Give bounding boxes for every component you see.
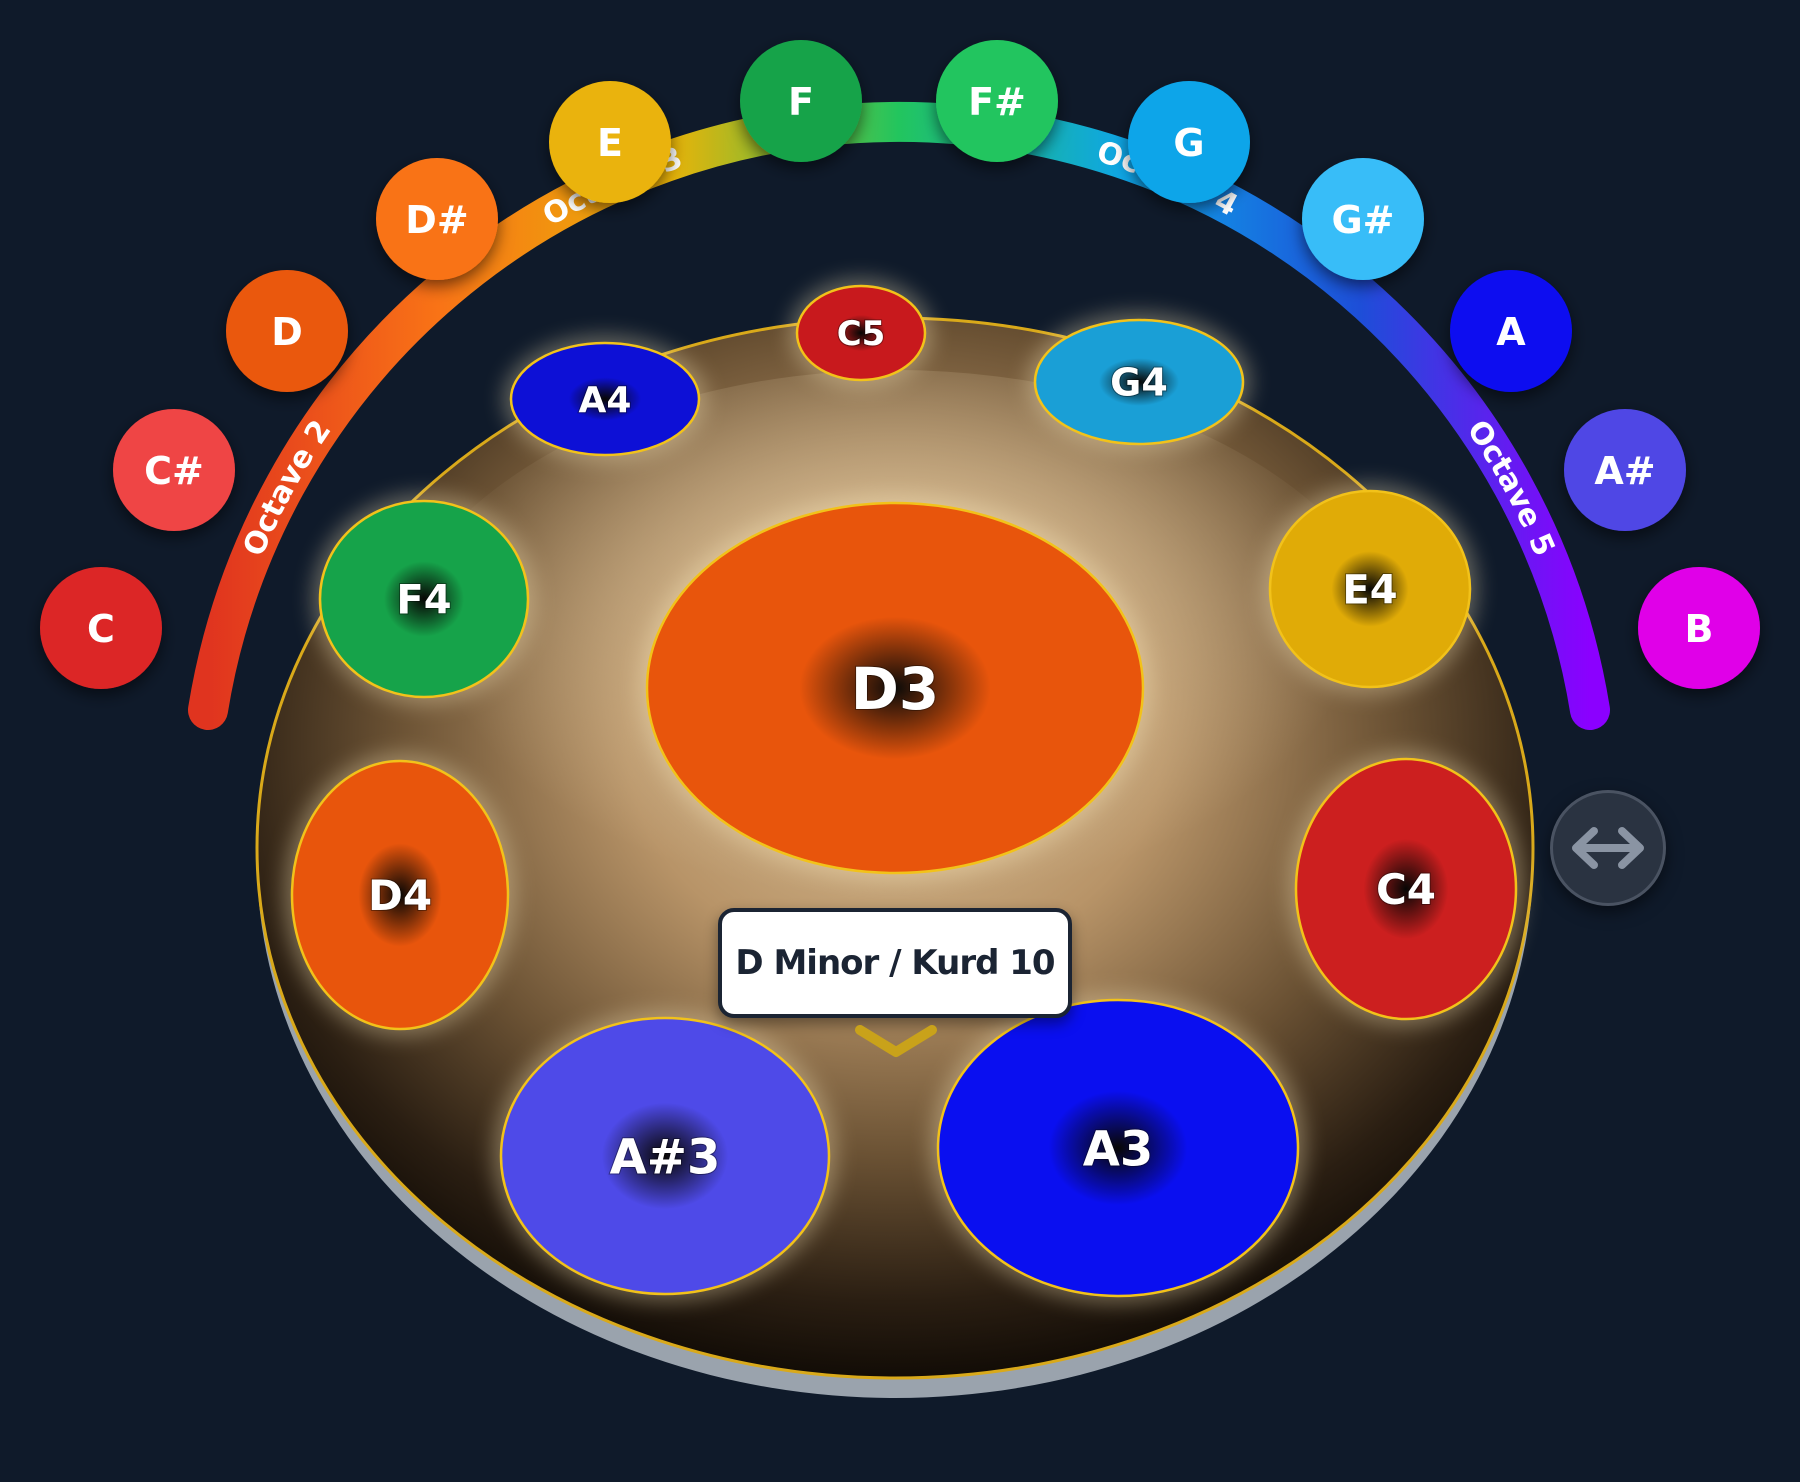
tone-field-label: A#3 (610, 1129, 721, 1185)
note-button-f[interactable]: F (740, 40, 862, 162)
note-button-a[interactable]: A (1450, 270, 1572, 392)
tone-field-d4[interactable]: D4 (284, 753, 516, 1037)
note-button-a-sharp[interactable]: A# (1564, 409, 1686, 531)
scale-selector-button[interactable]: D Minor / Kurd 10 (718, 908, 1072, 1018)
note-label: A# (1594, 449, 1655, 493)
chevron-down-icon[interactable] (852, 1022, 940, 1062)
note-button-d[interactable]: D (226, 270, 348, 392)
tone-field-label: C5 (837, 314, 886, 354)
note-label: F# (968, 80, 1026, 124)
note-label: A (1496, 310, 1526, 354)
note-label: D# (405, 198, 468, 242)
tone-field-label: A3 (1083, 1121, 1154, 1177)
octave-label-2: Octave 2 (237, 414, 339, 561)
tone-field-label: F4 (396, 577, 451, 623)
tone-field-label: D3 (851, 655, 940, 723)
tone-field-c5[interactable]: C5 (789, 278, 933, 388)
tone-field-e4[interactable]: E4 (1262, 483, 1478, 695)
tone-field-d3[interactable]: D3 (639, 495, 1151, 881)
note-label: C# (144, 449, 204, 493)
note-button-e[interactable]: E (549, 81, 671, 203)
tone-field-label: C4 (1376, 865, 1436, 914)
tone-field-f4[interactable]: F4 (312, 493, 536, 705)
note-button-d-sharp[interactable]: D# (376, 158, 498, 280)
note-button-g[interactable]: G (1128, 81, 1250, 203)
tone-field-label: E4 (1342, 567, 1397, 613)
note-label: D (271, 310, 303, 354)
note-label: G# (1331, 198, 1394, 242)
swap-button[interactable] (1550, 790, 1666, 906)
note-label: F (788, 80, 814, 124)
note-picker: C C# D D# E F F# G G# A A# B (40, 40, 1760, 689)
note-button-b[interactable]: B (1638, 567, 1760, 689)
tone-field-c4[interactable]: C4 (1288, 751, 1524, 1027)
tone-field-g4[interactable]: G4 (1027, 312, 1251, 452)
tone-field-label: A4 (579, 380, 632, 421)
note-label: G (1173, 121, 1204, 165)
note-button-c-sharp[interactable]: C# (113, 409, 235, 531)
tone-field-label: G4 (1110, 361, 1168, 405)
swap-horizontal-icon (1572, 827, 1644, 869)
note-button-g-sharp[interactable]: G# (1302, 158, 1424, 280)
tone-field-a3[interactable]: A3 (930, 992, 1306, 1304)
tone-field-a-sharp3[interactable]: A#3 (493, 1010, 837, 1302)
note-button-c[interactable]: C (40, 567, 162, 689)
tone-field-a4[interactable]: A4 (503, 335, 707, 463)
tone-field-label: D4 (368, 871, 432, 920)
note-label: E (597, 121, 623, 165)
note-label: B (1685, 607, 1714, 651)
note-label: C (87, 607, 115, 651)
note-button-f-sharp[interactable]: F# (936, 40, 1058, 162)
octave-label-5: Octave 5 (1460, 414, 1562, 561)
